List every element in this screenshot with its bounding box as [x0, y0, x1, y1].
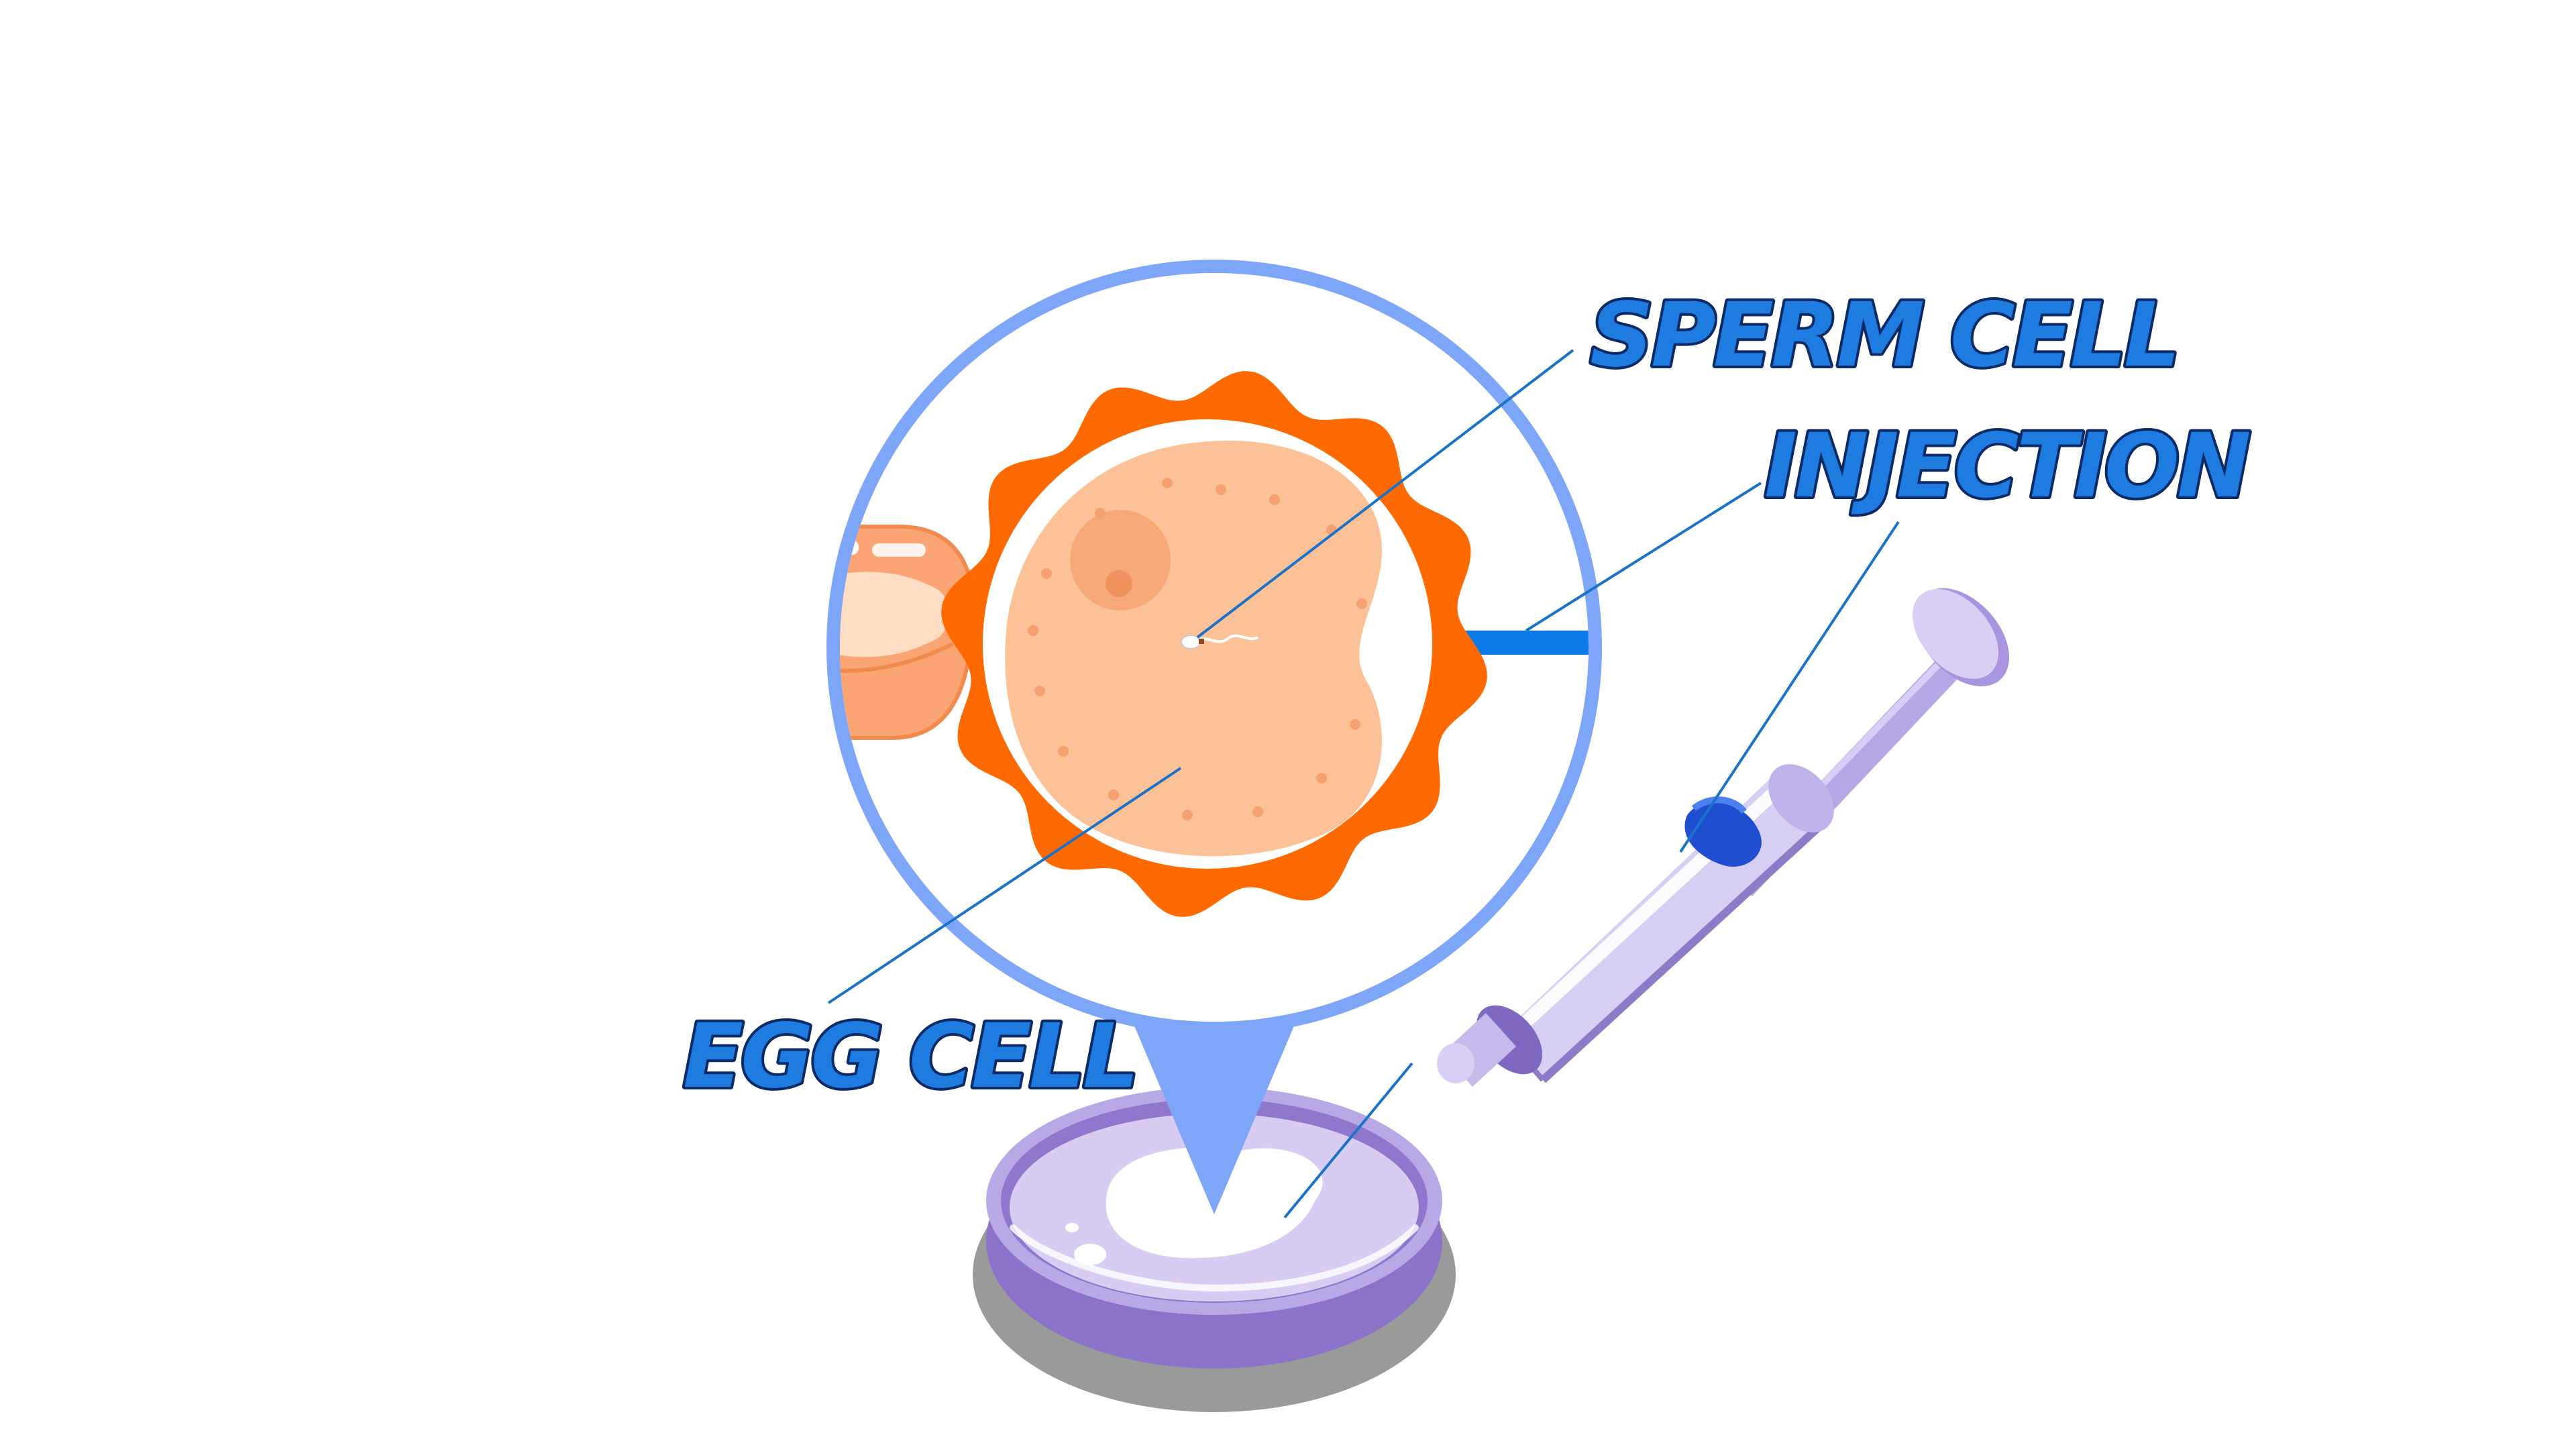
leader-egg-cell — [827, 767, 1182, 1004]
magnifier-callout — [826, 260, 1602, 1214]
pipette-bulge — [840, 572, 949, 657]
syringe-barrel-ring — [1768, 764, 1834, 833]
syringe-tip-highlight — [1691, 796, 1747, 814]
leader-injection — [1525, 482, 1762, 632]
syringe-icon — [1437, 588, 2010, 1087]
sperm-cell-icon — [1181, 634, 1258, 649]
label-injection: INJECTION — [1764, 415, 2249, 518]
leader-sperm-cell — [1196, 349, 1574, 639]
syringe-barrel-edge — [1540, 818, 1828, 1083]
dish-bubble — [1074, 1244, 1106, 1265]
dish-highlight — [1010, 1224, 1419, 1292]
holding-pipette-icon — [840, 525, 975, 740]
dish-bubble-small — [1065, 1223, 1079, 1232]
syringe-nozzle — [1437, 1043, 1474, 1083]
leader-lines — [827, 349, 1900, 1219]
leader-syringe — [1679, 521, 1900, 853]
egg-nucleus — [1070, 510, 1171, 610]
magnifier-pointer — [1120, 993, 1308, 1214]
labels: SPERM CELL INJECTION EGG CELL — [680, 281, 2255, 1111]
leader-dish — [1283, 1062, 1413, 1219]
label-egg-cell: EGG CELL — [683, 1005, 1136, 1108]
syringe-thumb-rest — [1912, 589, 1999, 679]
label-sperm-cell: SPERM CELL — [1590, 284, 2178, 387]
egg-nucleolus — [1106, 570, 1132, 597]
